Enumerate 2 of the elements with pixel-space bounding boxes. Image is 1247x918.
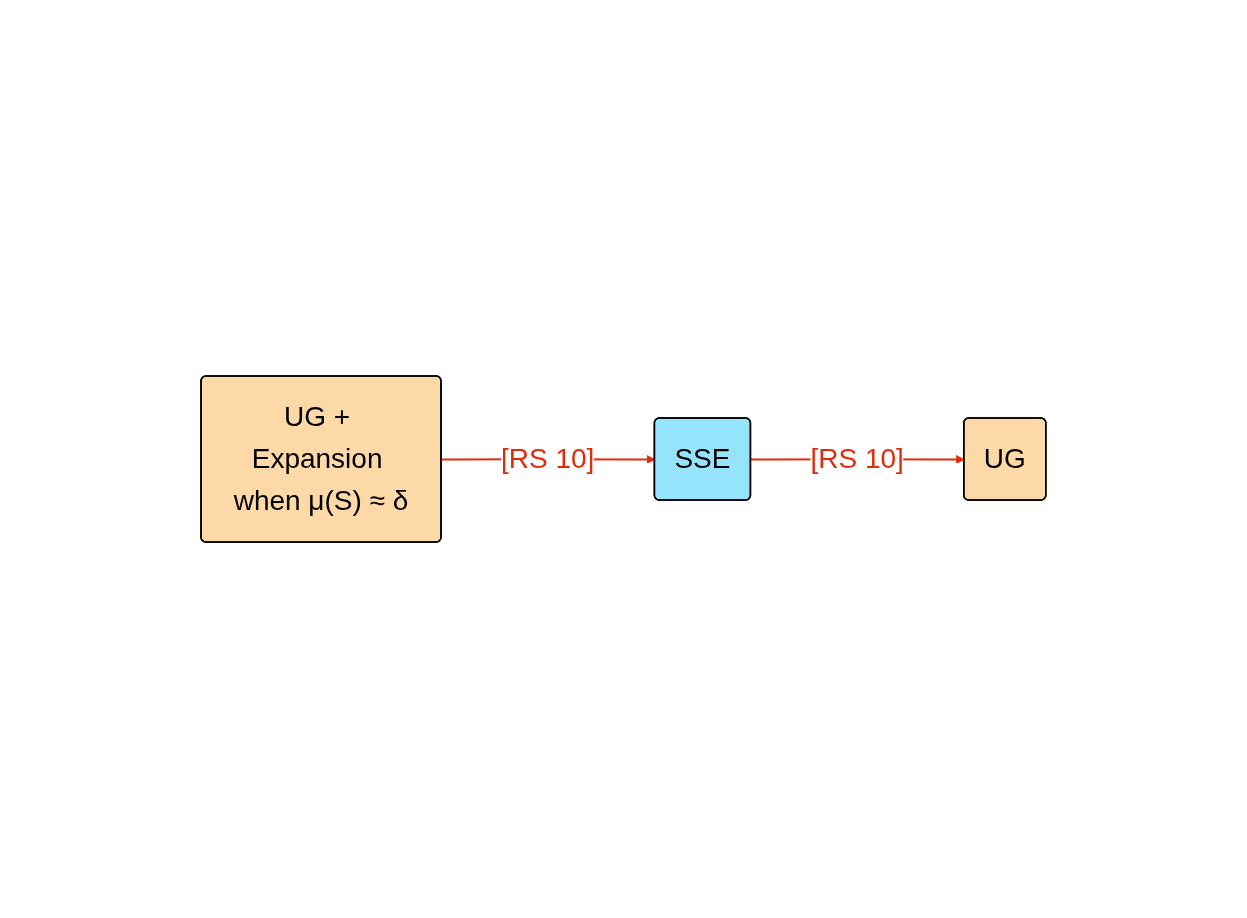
edge-label: [RS 10] xyxy=(501,443,595,474)
edge-label: [RS 10] xyxy=(810,443,904,474)
